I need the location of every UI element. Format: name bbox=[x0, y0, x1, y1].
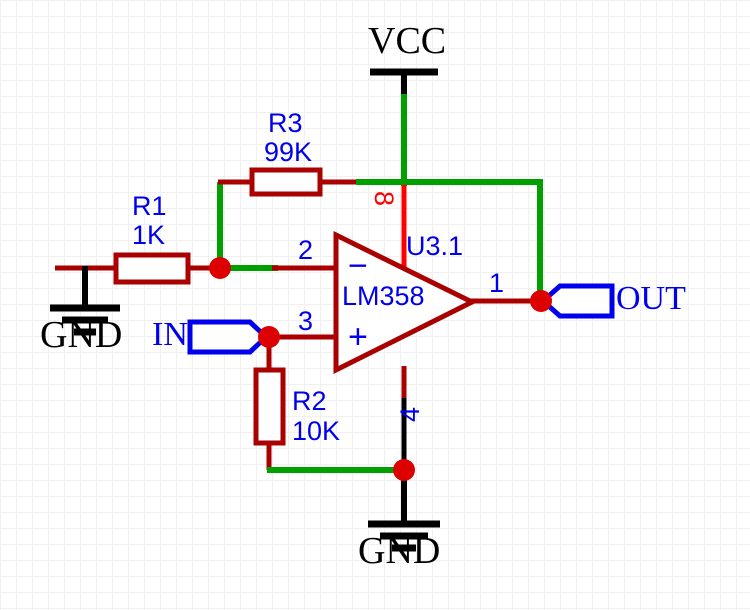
port-out-shape[interactable] bbox=[539, 283, 615, 319]
resistor-r3-body[interactable] bbox=[249, 167, 323, 197]
port-in-shape[interactable] bbox=[187, 319, 270, 355]
junction-input-node bbox=[258, 326, 280, 348]
resistor-r2-body[interactable] bbox=[253, 367, 286, 446]
opamp-triangle[interactable] bbox=[333, 230, 478, 375]
gnd-left-net bbox=[50, 265, 120, 336]
junction-inverting-node bbox=[209, 257, 231, 279]
junction-output-node bbox=[530, 290, 552, 312]
junction-gnd-node bbox=[393, 459, 415, 481]
resistor-r1-body[interactable] bbox=[113, 252, 191, 285]
